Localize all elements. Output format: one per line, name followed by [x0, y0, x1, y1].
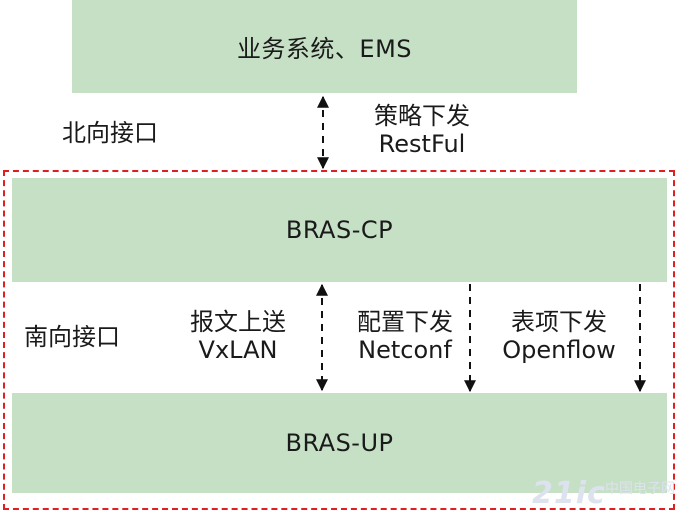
bras-cp-label: BRAS-CP — [285, 216, 394, 244]
config-delivery-title: 配置下发 — [357, 308, 453, 336]
packet-report-protocol: VxLAN — [198, 336, 278, 364]
bras-cp-box: BRAS-CP — [12, 178, 667, 282]
policy-delivery-label: 策略下发 RestFul — [364, 102, 480, 158]
north-interface-label: 北向接口 — [62, 119, 158, 147]
south-interface-label: 南向接口 — [24, 323, 120, 351]
table-delivery-title: 表项下发 — [511, 308, 607, 336]
bras-boundary-frame — [3, 170, 675, 510]
business-system-label: 业务系统、EMS — [236, 35, 413, 63]
packet-report-label: 报文上送 VxLAN — [176, 308, 300, 364]
packet-report-title: 报文上送 — [190, 308, 286, 336]
config-delivery-label: 配置下发 Netconf — [344, 308, 466, 364]
table-delivery-protocol: Openflow — [502, 336, 616, 364]
bras-up-label: BRAS-UP — [285, 429, 394, 457]
watermark-logo: 21ic — [532, 476, 606, 511]
table-delivery-label: 表项下发 Openflow — [486, 308, 632, 364]
watermark-text: 中国电子网 — [605, 481, 675, 497]
policy-delivery-title: 策略下发 — [374, 102, 470, 130]
business-system-box: 业务系统、EMS — [72, 0, 577, 93]
bras-up-box: BRAS-UP — [12, 393, 667, 493]
config-delivery-protocol: Netconf — [358, 336, 452, 364]
policy-delivery-protocol: RestFul — [378, 130, 466, 158]
